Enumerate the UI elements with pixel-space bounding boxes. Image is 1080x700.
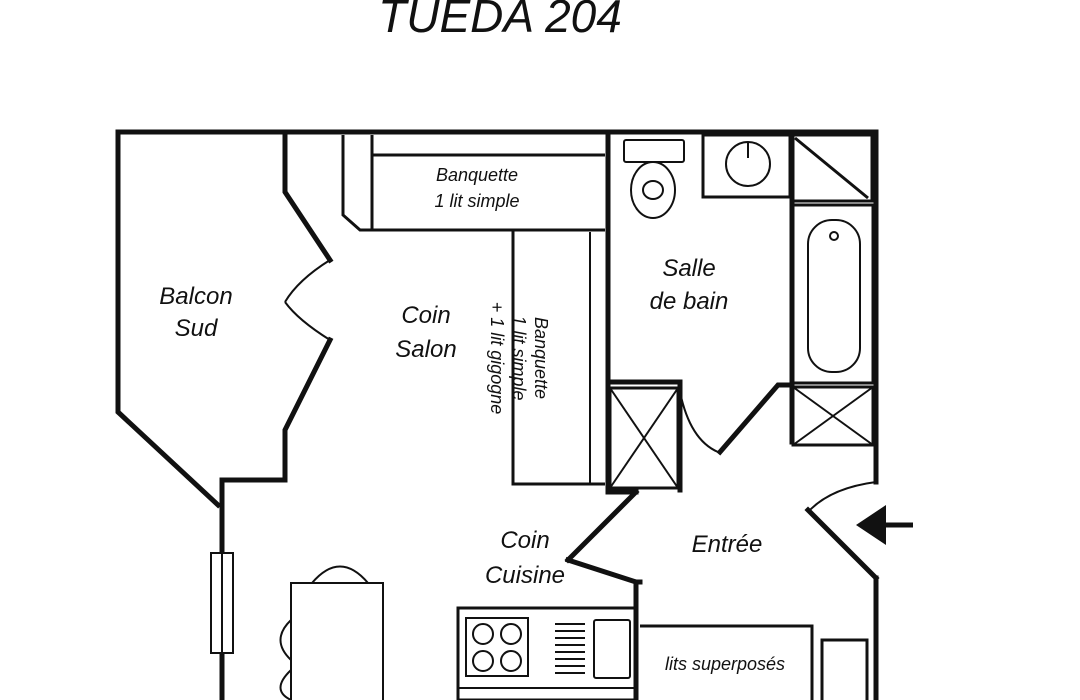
toilet-icon	[623, 139, 685, 219]
living-label-1: Coin	[401, 302, 450, 329]
washbasin-icon	[701, 133, 792, 199]
bathroom-label-1: Salle	[662, 255, 715, 282]
bathroom-label-2: de bain	[650, 288, 729, 315]
bench-top: Banquette 1 lit simple	[341, 135, 605, 232]
bench-side: Banquette 1 lit simple + 1 lit gigogne	[487, 230, 605, 486]
bench-top-label-1: Banquette	[436, 165, 518, 185]
entry-closet	[791, 385, 875, 447]
kitchen-label-2: Cuisine	[485, 562, 565, 589]
closet	[608, 386, 680, 490]
bunk-beds-label: lits superposés	[665, 654, 785, 674]
sink-icon	[593, 619, 631, 679]
bench-side-label-3: + 1 lit gigogne	[487, 302, 507, 415]
plan-title: TUEDA 204	[378, 0, 622, 42]
window	[210, 552, 234, 654]
bathroom-door	[679, 391, 719, 453]
dining-table	[279, 565, 384, 700]
balcony-door	[284, 259, 331, 341]
bench-top-label-2: 1 lit simple	[434, 191, 519, 211]
balcony-label-1: Balcon	[159, 283, 232, 310]
drainer-icon	[555, 623, 585, 674]
bunk-beds: lits superposés	[640, 624, 869, 700]
kitchen-counter	[456, 606, 638, 700]
bathtub-icon	[791, 203, 875, 385]
entrance-arrow-icon	[856, 505, 913, 545]
balcony-label-2: Sud	[175, 315, 218, 342]
living-label-2: Salon	[395, 336, 456, 363]
bench-side-label-2: 1 lit simple	[509, 315, 529, 400]
entrance-label: Entrée	[692, 531, 763, 558]
bench-side-label-1: Banquette	[531, 317, 551, 399]
kitchen-label-1: Coin	[500, 527, 549, 554]
entrance-door	[807, 481, 877, 513]
bath-cabinet	[790, 133, 874, 203]
